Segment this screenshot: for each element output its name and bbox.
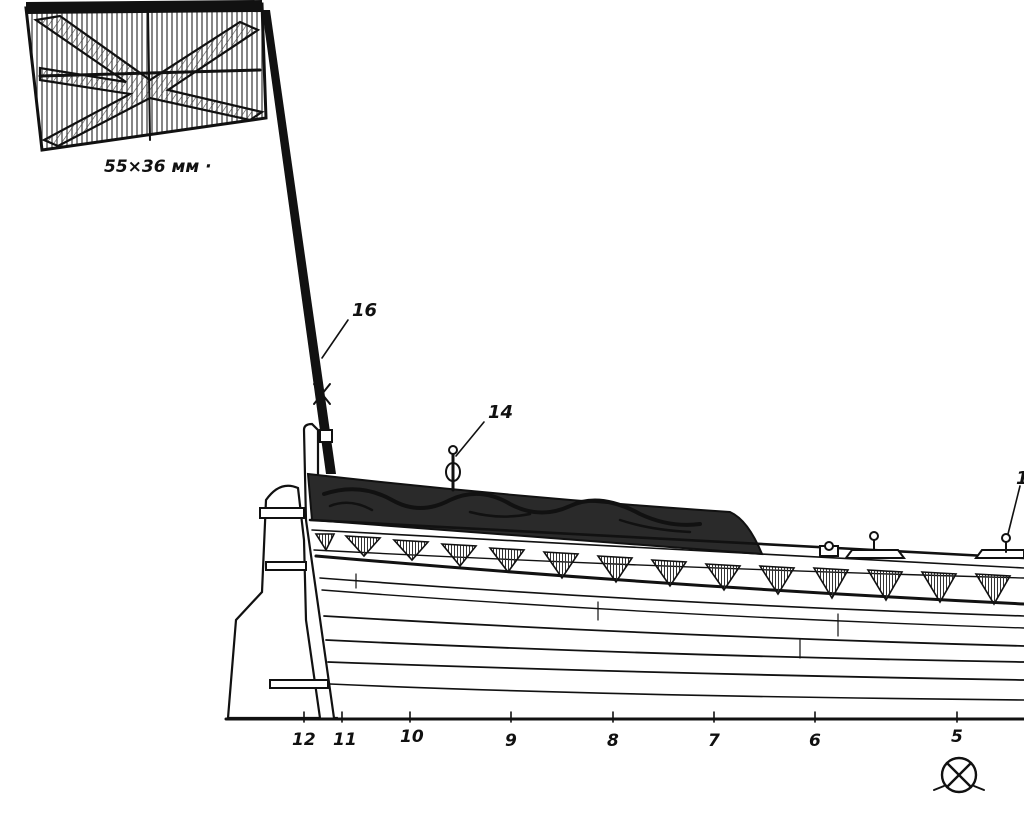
flagstaff — [262, 10, 336, 474]
callout-14: 14 — [488, 402, 513, 423]
station-label: 12 — [292, 730, 316, 750]
station-label: 8 — [607, 731, 619, 751]
frame-station-ticks — [303, 711, 958, 723]
callout-16: 16 — [352, 300, 377, 321]
station-label: 6 — [809, 731, 821, 751]
deck-hatch-left — [844, 531, 906, 559]
leader-line-16 — [321, 319, 349, 359]
deck-bitt — [819, 541, 839, 557]
circle-cross-symbol-icon — [933, 756, 985, 794]
station-label: 7 — [708, 731, 720, 751]
station-label: 10 — [400, 727, 424, 747]
station-label: 5 — [951, 727, 963, 747]
hull-side — [224, 472, 1024, 721]
triangle-frieze — [314, 533, 1012, 606]
leader-line-1 — [1007, 485, 1021, 535]
deck-hatch-right — [974, 533, 1024, 559]
naval-flag — [24, 0, 268, 152]
rudder — [226, 484, 329, 720]
station-label: 9 — [505, 731, 517, 751]
stanchion — [445, 445, 461, 492]
leader-line-14 — [455, 421, 485, 457]
station-label: 11 — [333, 730, 357, 750]
flag-size-label: 55×36 мм · — [104, 157, 212, 177]
callout-partial: 1 — [1016, 468, 1024, 489]
frame-station-labels: 12 11 10 9 8 7 6 5 — [292, 727, 963, 751]
